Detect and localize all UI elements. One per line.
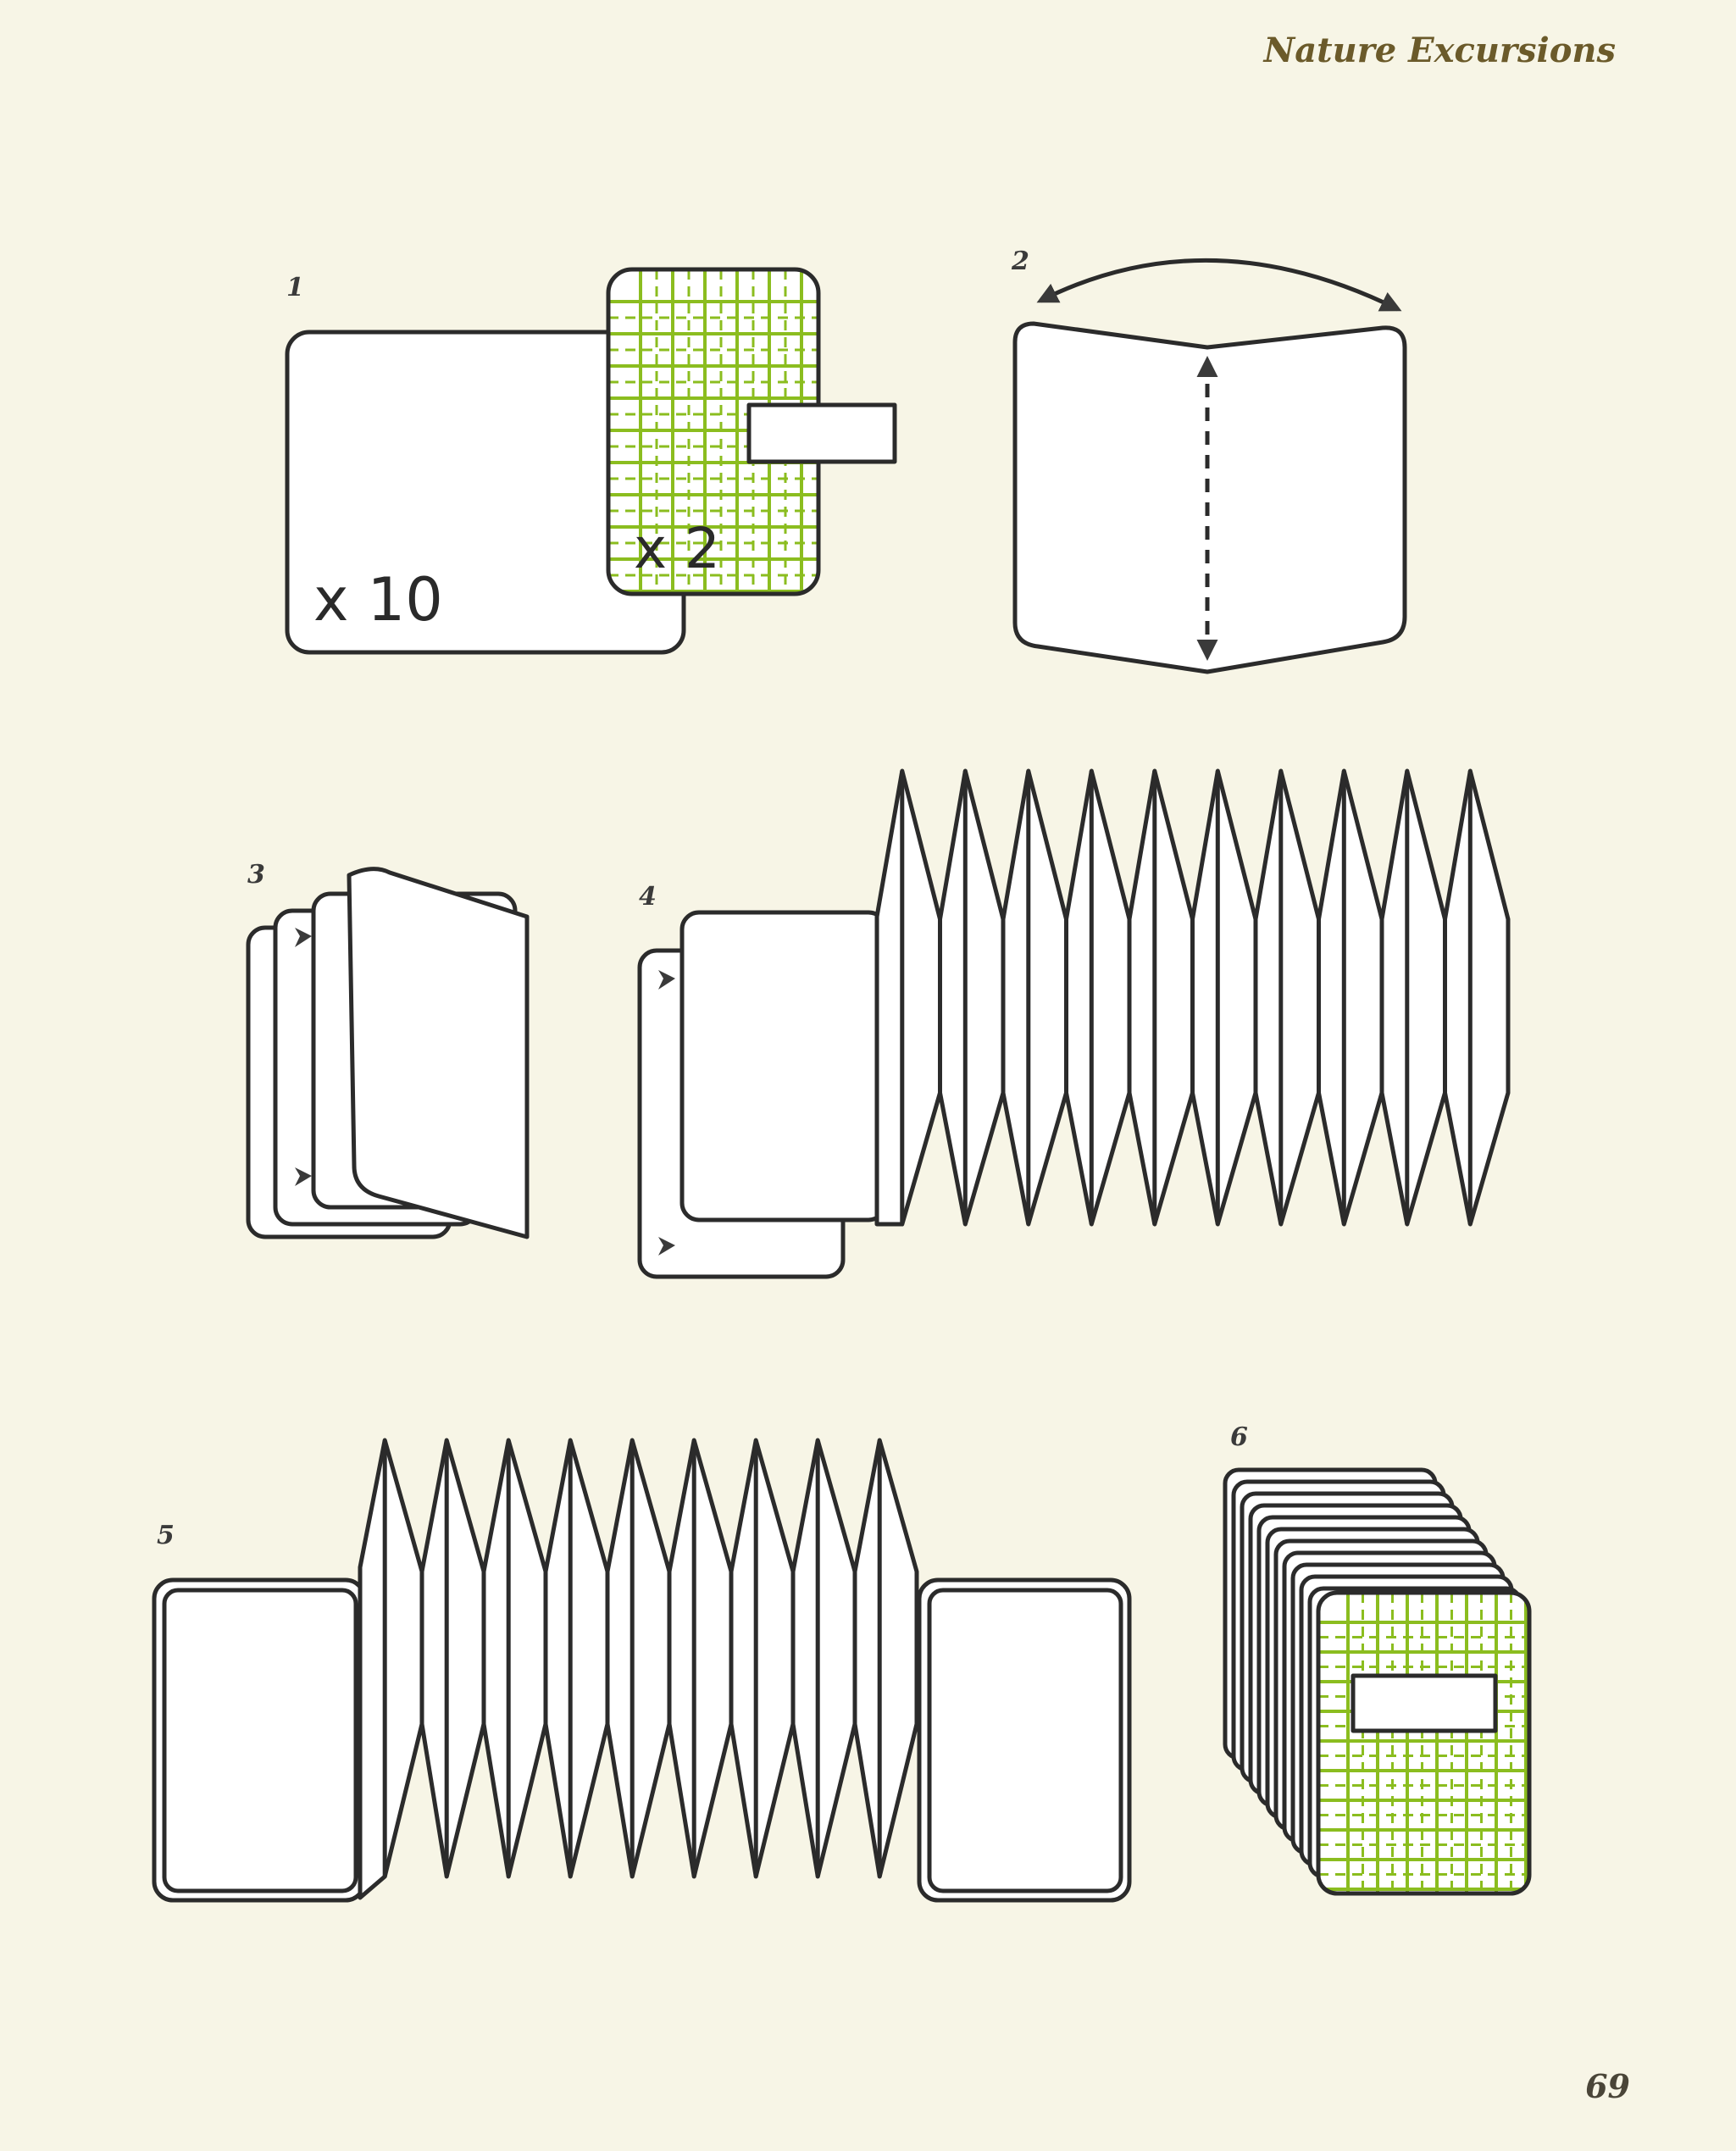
step-6-label: 6 <box>1230 1422 1248 1452</box>
step-2: 2 <box>1011 247 1407 674</box>
sheet-count-label: x 10 <box>313 565 443 635</box>
left-cover-inner <box>162 1588 358 1893</box>
nesting-arrow-icon <box>658 1237 675 1256</box>
step-3-label: 3 <box>247 860 265 890</box>
page-header-title: Nature Excursions <box>1263 30 1616 70</box>
right-cover-outer <box>917 1577 1132 1903</box>
step-4: 4 <box>637 768 1511 1279</box>
grid-cover-sheet: x 2 <box>606 267 897 596</box>
cover-label-slot <box>1351 1673 1498 1733</box>
joined-sheet-front <box>679 910 888 1222</box>
step-1-label: 1 <box>286 273 304 302</box>
step-4-label: 4 <box>639 882 657 912</box>
step-2-label: 2 <box>1011 247 1029 276</box>
folded-sheet-top <box>347 867 530 1239</box>
step-3: 3 <box>246 860 530 1239</box>
nesting-arrow-icon <box>658 970 675 990</box>
right-cover-inner <box>927 1588 1123 1893</box>
accordion-fold-lines <box>382 1440 919 1877</box>
fold-arc-arrow <box>1036 258 1402 312</box>
page-number: 69 <box>1585 2067 1630 2105</box>
nesting-arrow-icon <box>295 928 312 947</box>
folded-sheet <box>1012 321 1407 674</box>
nesting-arrow-icon <box>295 1167 312 1186</box>
cover-outline <box>1316 1590 1532 1896</box>
finished-book-cover <box>1316 1590 1532 1896</box>
cover-count-label: x 2 <box>634 516 720 581</box>
accordion-fold-lines <box>900 771 1511 1224</box>
step-6: 6 <box>1223 1422 1532 1896</box>
step-1: 1 x 10 x 2 <box>285 267 897 655</box>
step-5: 5 <box>152 1438 1132 1903</box>
step-5-label: 5 <box>157 1521 175 1550</box>
cover-label-slot <box>746 402 897 464</box>
accordion-spine <box>358 1438 919 1900</box>
left-cover-outer <box>152 1577 367 1903</box>
